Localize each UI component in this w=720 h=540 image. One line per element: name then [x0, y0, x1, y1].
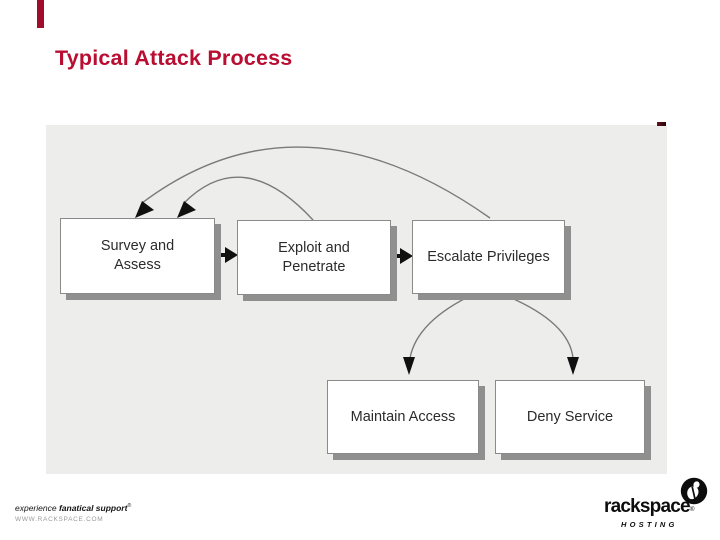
corner-marker — [657, 122, 666, 126]
node-survey-and-assess: Survey and Assess — [60, 218, 215, 294]
curved-arrow-exploit-to-survey — [183, 176, 314, 221]
website-url: WWW.RACKSPACE.COM — [15, 516, 104, 523]
curved-arrow-escalate-to-deny — [501, 293, 574, 359]
registered-mark: ® — [689, 506, 695, 513]
brand-wordmark: rackspace® — [604, 496, 695, 518]
arrowhead-icon — [135, 201, 154, 218]
node-label: Deny Service — [526, 408, 614, 425]
arrowhead-icon — [567, 357, 579, 375]
rackspace-logo: rackspace® HOSTING — [604, 477, 710, 533]
node-exploit-and-penetrate: Exploit and Penetrate — [237, 220, 391, 295]
registered-mark: ® — [127, 503, 132, 510]
node-label: Maintain Access — [350, 408, 456, 425]
node-escalate-privileges: Escalate Privileges — [412, 220, 565, 294]
diagram-panel: Survey and Assess Exploit and Penetrate … — [46, 122, 667, 474]
tagline-regular: experience — [15, 503, 59, 513]
node-deny-service: Deny Service — [495, 380, 645, 454]
node-maintain-access: Maintain Access — [327, 380, 479, 454]
curved-arrow-escalate-to-maintain — [409, 293, 475, 359]
curved-arrow-escalate-to-survey — [141, 146, 491, 219]
arrowhead-icon — [403, 357, 415, 375]
brand-name: rackspace — [604, 496, 691, 517]
accent-bar — [37, 0, 44, 28]
rackspace-badge-icon — [680, 477, 708, 505]
node-label: Exploit and Penetrate — [278, 239, 350, 275]
page-title: Typical Attack Process — [55, 46, 293, 70]
straight-arrow-survey-to-exploit — [216, 247, 238, 263]
hosting-label: HOSTING — [621, 520, 678, 529]
tagline-bold: fanatical support — [58, 503, 128, 513]
node-label: Survey and Assess — [100, 238, 175, 273]
flow-connectors — [135, 146, 579, 375]
straight-arrow-exploit-to-escalate — [392, 248, 413, 264]
arrowhead-icon — [177, 201, 196, 218]
tagline: experience fanatical support® — [15, 503, 131, 513]
node-label: Escalate Privileges — [427, 248, 550, 265]
